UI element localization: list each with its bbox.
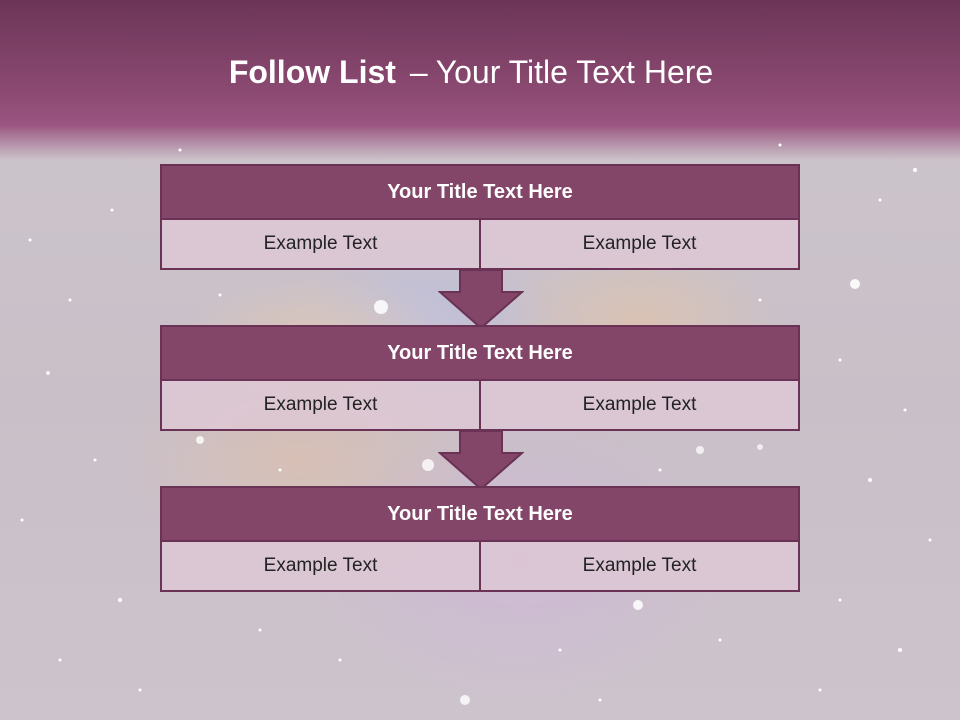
step-cell-right: Example Text	[481, 542, 800, 592]
step-title: Your Title Text Here	[160, 486, 800, 542]
step-box-2: Your Title Text Here Example Text Exampl…	[160, 325, 800, 431]
title-bold: Follow List	[228, 54, 396, 90]
step-box-1: Your Title Text Here Example Text Exampl…	[160, 164, 800, 270]
step-title: Your Title Text Here	[160, 164, 800, 220]
step-cell-left: Example Text	[160, 381, 481, 431]
step-cell-left: Example Text	[160, 220, 481, 270]
step-row: Example Text Example Text	[160, 542, 800, 592]
step-row: Example Text Example Text	[160, 220, 800, 270]
step-cell-right: Example Text	[481, 381, 800, 431]
step-row: Example Text Example Text	[160, 381, 800, 431]
step-title: Your Title Text Here	[160, 325, 800, 381]
step-box-3: Your Title Text Here Example Text Exampl…	[160, 486, 800, 592]
step-cell-left: Example Text	[160, 542, 481, 592]
slide-title: Follow List–Your Title Text Here	[0, 54, 942, 91]
title-dash: –	[409, 54, 428, 90]
step-cell-right: Example Text	[481, 220, 800, 270]
title-banner	[0, 0, 960, 160]
title-rest: Your Title Text Here	[435, 54, 714, 90]
down-arrow-icon	[438, 270, 524, 330]
down-arrow-icon	[438, 431, 524, 491]
